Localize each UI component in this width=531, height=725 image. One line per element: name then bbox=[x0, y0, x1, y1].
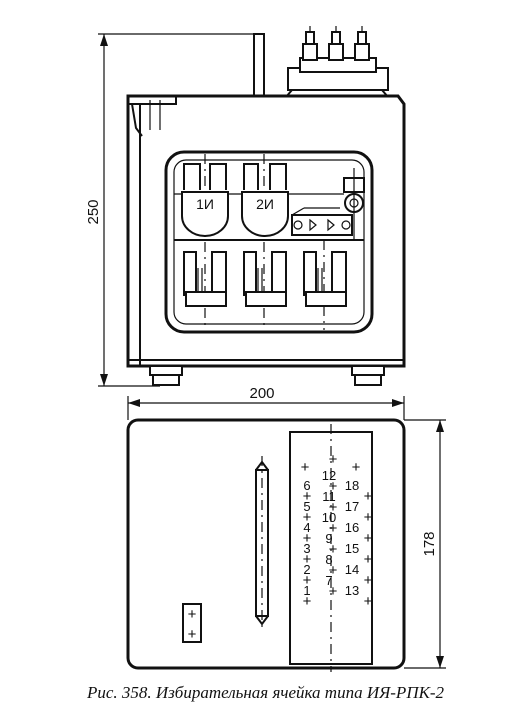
relay-1 bbox=[183, 251, 227, 307]
lamp-2i: 2И bbox=[241, 163, 289, 237]
terminal-plus: + bbox=[303, 572, 312, 589]
fuse-plus-top: + bbox=[188, 606, 197, 623]
terminal-plus: + bbox=[364, 488, 373, 505]
terminal-plus: + bbox=[329, 583, 338, 600]
plug-base bbox=[283, 57, 391, 98]
top-view: 200 178 + + ++ bbox=[126, 385, 446, 672]
terminal-post-2 bbox=[328, 26, 344, 61]
terminal-plus: + bbox=[364, 572, 373, 589]
terminal-number-16: 16 bbox=[345, 520, 359, 535]
terminal-plus: + bbox=[303, 488, 312, 505]
terminal-number-12: 12 bbox=[322, 468, 336, 483]
relay-3 bbox=[303, 251, 347, 307]
terminal-number-5: 5 bbox=[303, 499, 310, 514]
terminal-labels: +++6+5+4+3+2+1+12+11+10+9+8+7+18+17+16+1… bbox=[301, 451, 373, 610]
terminal-number-2: 2 bbox=[303, 562, 310, 577]
knob bbox=[343, 168, 365, 240]
terminal-strip bbox=[289, 424, 373, 672]
terminal-plus: + bbox=[364, 593, 373, 610]
lamp-1i: 1И bbox=[181, 163, 229, 237]
terminal-number-8: 8 bbox=[325, 552, 332, 567]
lamp-1i-label: 1И bbox=[196, 196, 214, 212]
terminal-post-1 bbox=[302, 26, 318, 61]
relay-2 bbox=[243, 251, 287, 307]
width-dimension: 200 bbox=[127, 385, 405, 420]
terminal-number-10: 10 bbox=[322, 510, 336, 525]
terminal-number-17: 17 bbox=[345, 499, 359, 514]
foot-right bbox=[351, 365, 385, 386]
terminal-plus: + bbox=[364, 509, 373, 526]
terminal-plus: + bbox=[301, 459, 310, 476]
terminal-number-11: 11 bbox=[322, 489, 336, 504]
terminal-plus: + bbox=[329, 541, 338, 558]
terminal-plus: + bbox=[352, 459, 361, 476]
terminal-number-15: 15 bbox=[345, 541, 359, 556]
terminal-number-9: 9 bbox=[325, 531, 332, 546]
terminal-plus: + bbox=[364, 551, 373, 568]
terminal-plus: + bbox=[329, 451, 338, 468]
connector-strip bbox=[291, 207, 353, 236]
terminal-plus: + bbox=[303, 509, 312, 526]
terminal-plus: + bbox=[303, 530, 312, 547]
terminal-number-13: 13 bbox=[345, 583, 359, 598]
depth-dimension: 178 bbox=[404, 419, 446, 669]
terminal-plus: + bbox=[364, 530, 373, 547]
terminal-number-18: 18 bbox=[345, 478, 359, 493]
terminal-plus: + bbox=[329, 520, 338, 537]
foot-left bbox=[149, 365, 183, 386]
terminal-number-14: 14 bbox=[345, 562, 359, 577]
terminal-number-6: 6 bbox=[303, 478, 310, 493]
terminal-plus: + bbox=[329, 562, 338, 579]
fuse-plus-bottom: + bbox=[188, 626, 197, 643]
terminal-number-1: 1 bbox=[303, 583, 310, 598]
vertical-slot bbox=[255, 456, 269, 630]
lamp-2i-label: 2И bbox=[256, 196, 274, 212]
terminal-plus: + bbox=[329, 478, 338, 495]
depth-dimension-label: 178 bbox=[421, 531, 438, 556]
terminal-plus: + bbox=[303, 551, 312, 568]
terminal-plus: + bbox=[303, 593, 312, 610]
terminal-number-7: 7 bbox=[325, 573, 332, 588]
width-dimension-label: 200 bbox=[249, 385, 274, 402]
height-dimension-label: 250 bbox=[85, 199, 102, 224]
terminal-number-4: 4 bbox=[303, 520, 310, 535]
fuse-block: + + bbox=[182, 603, 202, 643]
terminal-plus: + bbox=[329, 499, 338, 516]
terminal-post-3 bbox=[354, 26, 370, 61]
terminal-number-3: 3 bbox=[303, 541, 310, 556]
front-view: 250 bbox=[85, 26, 406, 387]
figure-caption: Рис. 358. Избирательная ячейка типа ИЯ-Р… bbox=[86, 683, 445, 702]
height-dimension: 250 bbox=[85, 33, 262, 387]
antenna-rod bbox=[253, 33, 265, 97]
